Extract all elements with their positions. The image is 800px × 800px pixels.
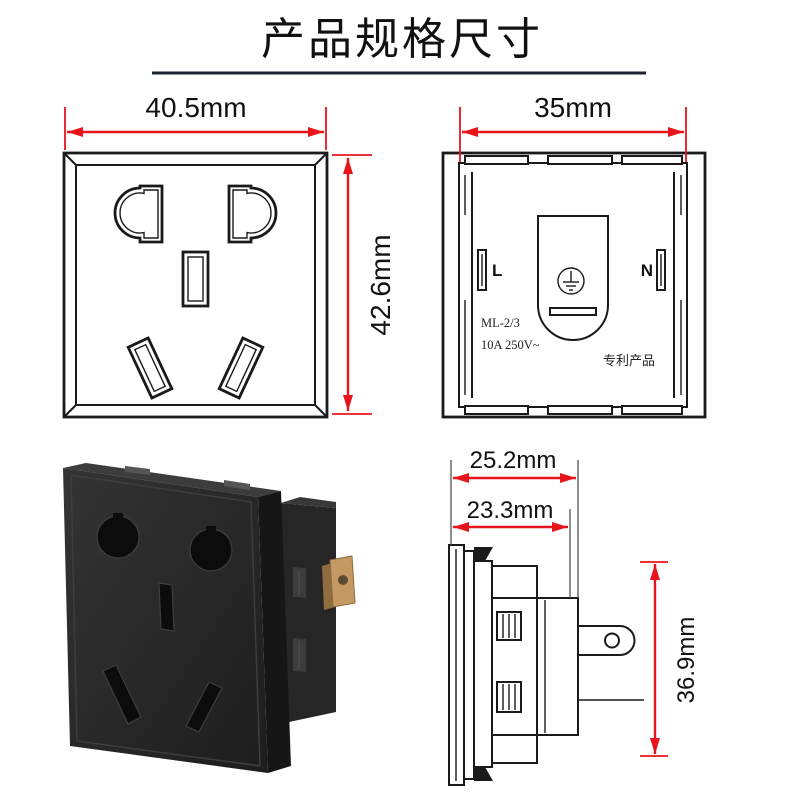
- front-height-label: 42.6mm: [365, 234, 396, 335]
- photo-plate-top-edge: [63, 463, 281, 497]
- side-body-front: [473, 560, 493, 768]
- front-width-label: 40.5mm: [145, 92, 246, 123]
- side-height-label: 36.9mm: [673, 617, 700, 704]
- photo-body-top: [281, 497, 336, 508]
- back-bottom-tab: [547, 405, 613, 415]
- photo-plate-side-edge: [258, 491, 291, 773]
- angled-slot-right-inner: [224, 343, 258, 393]
- photo-angled-slot-right: [185, 681, 223, 733]
- side-clip-upper: [496, 611, 522, 641]
- photo-two-pin-hole-left-notch: [113, 513, 123, 525]
- front-view: 40.5mm 42.6mm: [62, 92, 396, 419]
- side-rear-housing: [536, 597, 579, 736]
- two-pin-hole-right: [227, 184, 278, 244]
- live-terminal-label: L: [492, 261, 502, 280]
- model-text: ML-2/3: [481, 316, 520, 330]
- angled-slot-left-inner: [133, 343, 167, 393]
- earth-slot-inner: [187, 256, 204, 302]
- patent-text: 专利产品: [603, 354, 655, 369]
- photo-terminal-hole: [338, 575, 348, 585]
- page-title: 产品规格尺寸: [261, 14, 543, 65]
- photo-earth-slot: [158, 582, 175, 632]
- side-view: 25.2mm 23.3mm 36.9mm: [448, 447, 700, 786]
- angled-slot-left: [126, 336, 174, 400]
- neutral-terminal-label: N: [641, 261, 653, 280]
- photo-top-tab: [224, 480, 250, 490]
- side-body-depth-label: 23.3mm: [467, 497, 554, 524]
- two-pin-hole-left-inner: [119, 189, 159, 239]
- earth-ground-icon: [557, 267, 585, 295]
- angled-slot-left-outline: [126, 336, 174, 400]
- back-top-tab: [464, 155, 529, 165]
- side-bottom-latch: [474, 767, 493, 781]
- back-width-label: 35mm: [534, 92, 612, 123]
- front-corner-bevel: [314, 152, 328, 166]
- side-top-latch: [474, 547, 493, 561]
- side-clip-lower: [496, 681, 522, 713]
- back-top-tab: [547, 155, 613, 165]
- earth-slot: [181, 250, 210, 308]
- photo-angled-slot-left: [102, 664, 142, 725]
- product-photo: [63, 463, 356, 773]
- earth-bracket-slot: [549, 307, 597, 316]
- two-pin-hole-right-inner: [232, 189, 272, 239]
- earth-ground-icon-ring: [557, 267, 585, 295]
- two-pin-hole-left: [113, 184, 164, 244]
- back-bottom-tab: [621, 405, 683, 415]
- back-view: L N ML-2/3 10A 250V~ 专利产品 35mm: [441, 92, 707, 419]
- earth-slot-outline: [181, 250, 210, 308]
- back-bottom-tab: [464, 405, 529, 415]
- rating-text: 10A 250V~: [481, 338, 540, 352]
- angled-slot-right-outline: [217, 336, 265, 400]
- side-terminal-hole: [604, 632, 620, 649]
- angled-slot-right: [217, 336, 265, 400]
- front-corner-bevel: [314, 404, 328, 418]
- side-overall-depth-label: 25.2mm: [470, 447, 557, 474]
- front-corner-bevel: [63, 152, 77, 166]
- side-plate-flange: [463, 550, 475, 780]
- side-body-main: [491, 565, 538, 764]
- earth-bracket: [537, 215, 609, 341]
- front-corner-bevel: [63, 404, 77, 418]
- photo-top-tab: [125, 466, 150, 475]
- back-top-tab: [621, 155, 683, 165]
- photo-body-side: [281, 503, 336, 722]
- photo-front-bevel: [70, 474, 261, 767]
- photo-two-pin-hole-right-notch: [206, 526, 216, 538]
